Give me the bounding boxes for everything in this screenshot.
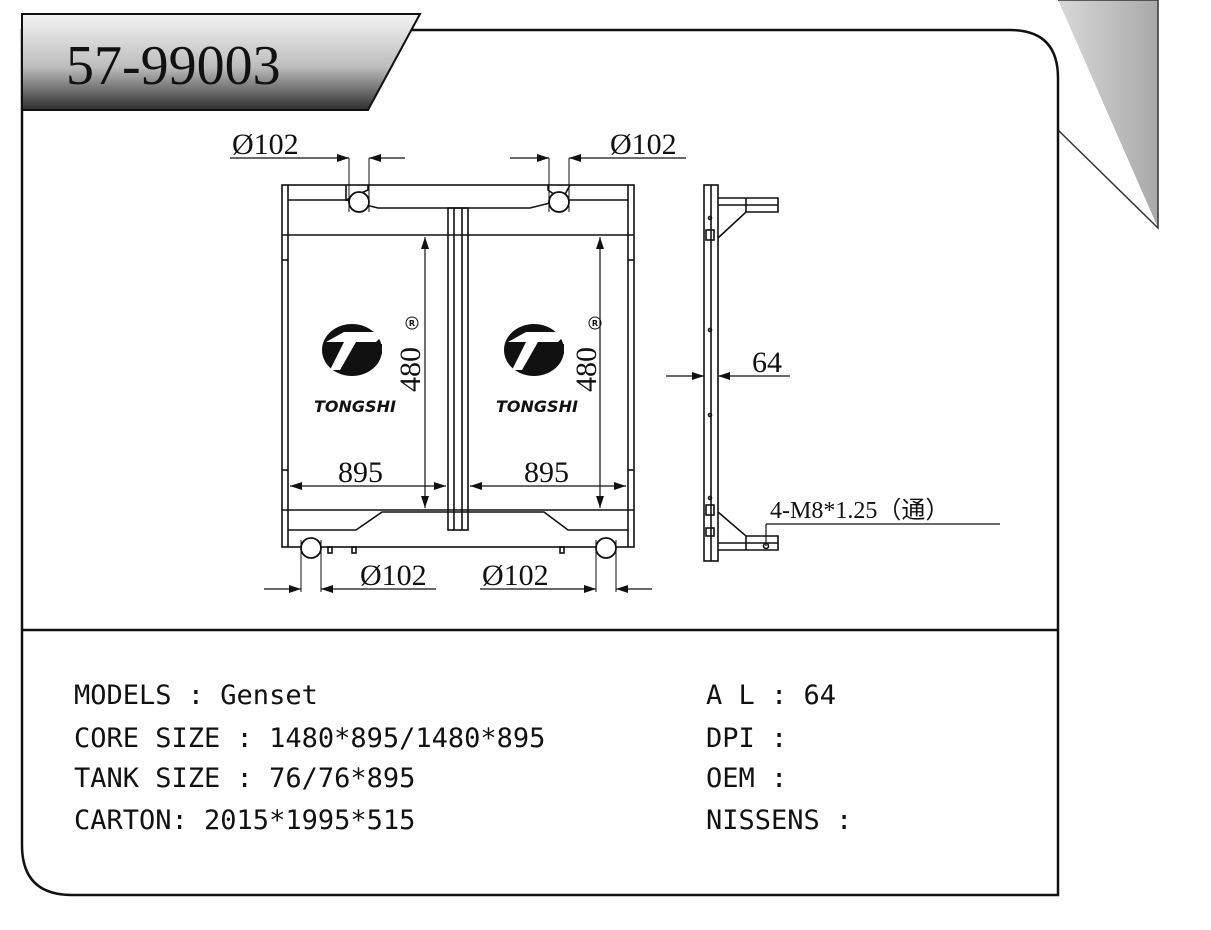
brand-logo-right: R TONGSHI [496,316,602,416]
spec-models: MODELS : Genset [74,680,318,711]
dim-thread-label: 4-M8*1.25（通） [770,498,949,524]
spec-oem: OEM : [706,763,788,794]
dim-hole-arrows [230,154,686,593]
dim-side-thickness-label: 64 [752,346,782,379]
dim-hole-top-right-label: Ø102 [610,128,677,161]
part-number-tab: 57-99003 [21,13,422,111]
spec-tank-size: TANK SIZE : 76/76*895 [74,763,416,794]
dim-core-width-right-label: 895 [524,456,569,489]
dim-thread-leader [765,523,1000,546]
registered-mark-left: R [409,319,415,328]
dim-hole-bottom-right-label: Ø102 [482,559,549,592]
dim-hole-top-left-label: Ø102 [232,128,299,161]
spec-al: A L : 64 [706,680,837,711]
corner-decoration [1057,0,1159,230]
registered-mark-right: R [592,319,598,328]
spec-carton: CARTON: 2015*1995*515 [74,805,416,836]
drawing-frame [20,28,1060,897]
brand-name-left: TONGSHI [314,397,396,416]
brand-logo-left: R TONGSHI [314,316,419,416]
part-number: 57-99003 [66,35,281,97]
spec-dpi: DPI : [706,723,788,754]
dim-hole-bottom-left-label: Ø102 [360,559,427,592]
spec-nissens: NISSENS : [706,805,853,836]
radiator-front-view [281,184,635,554]
dim-core-height-label: 480 [394,347,427,392]
brand-name-right: TONGSHI [496,397,578,416]
dim-core-width-left-label: 895 [338,456,383,489]
hole-centerlines [300,158,617,592]
spec-core-size: CORE SIZE : 1480*895/1480*895 [74,723,546,754]
dim-core-height [421,237,604,508]
dim-core-height-label-right: 480 [570,347,603,392]
